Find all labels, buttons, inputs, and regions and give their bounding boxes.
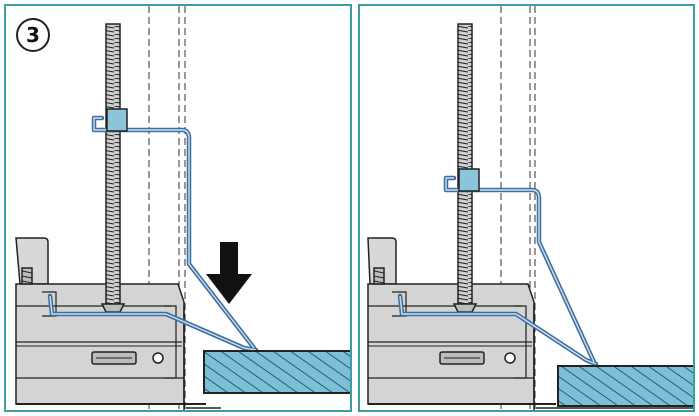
illustration-clip-engaged — [367, 6, 693, 410]
mounting-clip-inner — [399, 177, 597, 365]
rod-sleeve — [106, 108, 128, 132]
countertop — [557, 365, 693, 407]
threaded-rod — [100, 23, 126, 313]
guide-lines — [148, 6, 186, 410]
illustration-clip-pressed — [15, 6, 350, 410]
guide-lines — [500, 6, 536, 410]
mounting-clip — [47, 115, 259, 353]
step-number-badge: 3 — [16, 18, 50, 52]
countertop — [203, 350, 350, 394]
step-panel-after — [358, 4, 695, 412]
mounting-clip-inner — [49, 117, 257, 351]
threaded-rod — [452, 23, 478, 313]
down-arrow-icon — [206, 242, 252, 304]
rod-sleeve — [458, 168, 480, 192]
step-panel-before: 3 — [4, 4, 352, 412]
